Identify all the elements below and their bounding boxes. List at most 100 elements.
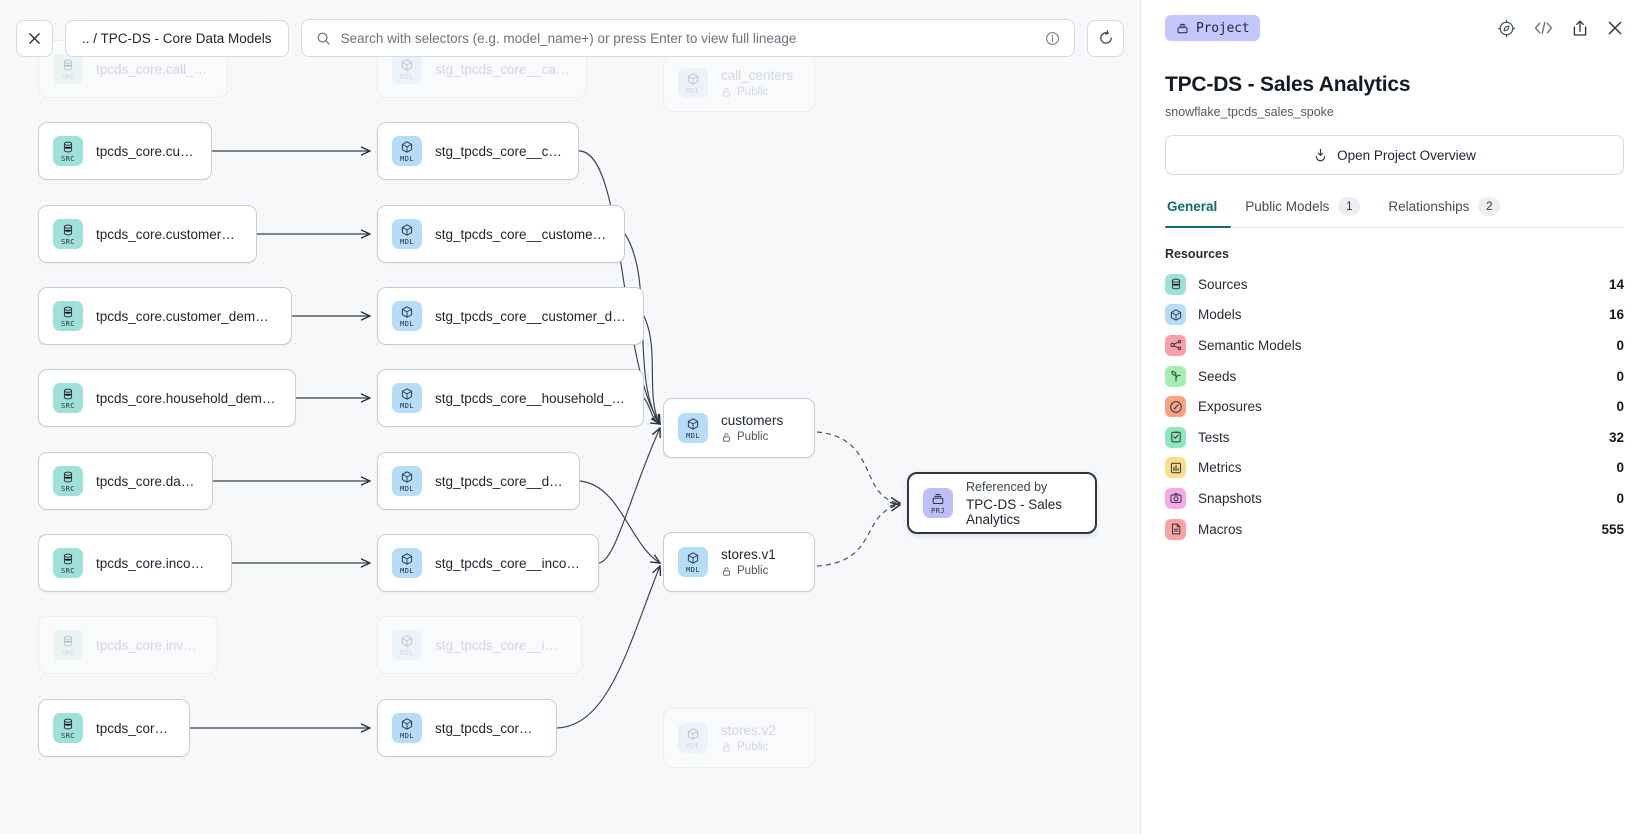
graph-node-label: tpcds_core.customer_demographics bbox=[96, 308, 275, 324]
search-input[interactable]: Search with selectors (e.g. model_name+)… bbox=[300, 19, 1075, 57]
graph-node-mdl-stg-customer-demographics[interactable]: MDLstg_tpcds_core__customer_demogra… bbox=[377, 287, 644, 345]
graph-node-mdl-stg-store[interactable]: MDL stg_tpcds_core__store bbox=[377, 699, 557, 757]
resource-row-models[interactable]: Models 16 bbox=[1165, 300, 1624, 331]
graph-node-mdl-stg-inventory[interactable]: MDL stg_tpcds_core__inventory bbox=[377, 616, 582, 674]
graph-node-text: stg_tpcds_core__store bbox=[435, 721, 540, 736]
tab-general[interactable]: General bbox=[1165, 197, 1232, 228]
graph-node-label: stg_tpcds_core__inventory bbox=[435, 637, 565, 653]
database-icon: SRC bbox=[53, 713, 83, 743]
compass-icon[interactable] bbox=[1497, 19, 1516, 38]
database-icon: SRC bbox=[53, 383, 83, 413]
info-icon[interactable] bbox=[1045, 31, 1060, 46]
access-label: Public bbox=[737, 431, 769, 443]
graph-node-text: stg_tpcds_core__household_demogr… bbox=[435, 391, 627, 406]
share-icon[interactable] bbox=[1571, 19, 1589, 38]
resource-name: Exposures bbox=[1198, 399, 1262, 415]
canvas-toolbar: .. / TPC-DS - Core Data Models Search wi… bbox=[0, 0, 1140, 76]
graph-node-text: tpcds_core.customer_demographics bbox=[96, 309, 275, 324]
graph-node-src-income-band[interactable]: SRC tpcds_core.income_band bbox=[38, 534, 232, 592]
graph-node-label: tpcds_core.household_demographics bbox=[96, 390, 279, 406]
database-icon: SRC bbox=[53, 54, 83, 84]
nodes-icon bbox=[1165, 334, 1186, 356]
close-icon bbox=[29, 32, 40, 44]
graph-node-mdl-stg-household-demographics[interactable]: MDLstg_tpcds_core__household_demogr… bbox=[377, 369, 644, 427]
database-icon: SRC bbox=[53, 136, 83, 166]
resource-count: 16 bbox=[1608, 307, 1624, 323]
code-icon[interactable] bbox=[1533, 19, 1554, 37]
graph-node-src-inventory[interactable]: SRC tpcds_core.inventory bbox=[38, 616, 218, 674]
graph-node-text: stg_tpcds_core__inventory bbox=[435, 638, 565, 653]
checklist-icon bbox=[1165, 426, 1186, 448]
graph-node-label: tpcds_core.income_band bbox=[96, 555, 215, 571]
graph-node-text: stg_tpcds_core__customer_demogra… bbox=[435, 309, 627, 324]
access-label: Public bbox=[737, 86, 769, 98]
page-title: TPC-DS - Sales Analytics bbox=[1165, 73, 1411, 96]
graph-node-label: tpcds_core.customer_address bbox=[96, 226, 240, 242]
cube-icon: MDL bbox=[678, 723, 708, 753]
resource-name: Models bbox=[1198, 307, 1242, 323]
close-panel-icon[interactable] bbox=[1606, 19, 1624, 37]
database-icon: SRC bbox=[53, 630, 83, 660]
search-icon bbox=[317, 32, 330, 45]
graph-node-label: stg_tpcds_core__customer_address bbox=[435, 226, 608, 242]
graph-node-text: tpcds_core.customer bbox=[96, 144, 195, 159]
cube-icon: MDL bbox=[392, 630, 422, 660]
graph-node-text: tpcds_core.household_demographics bbox=[96, 391, 279, 406]
open-project-overview-button[interactable]: Open Project Overview bbox=[1165, 135, 1624, 175]
graph-node-label: customers bbox=[721, 413, 784, 428]
cube-icon: MDL bbox=[392, 548, 422, 578]
resource-row-macros[interactable]: Macros 555 bbox=[1165, 514, 1624, 545]
graph-node-src-customer[interactable]: SRC tpcds_core.customer bbox=[38, 122, 212, 180]
refresh-button[interactable] bbox=[1087, 19, 1124, 57]
graph-node-src-household-demographics[interactable]: SRC tpcds_core.household_demographics bbox=[38, 369, 296, 427]
database-icon: SRC bbox=[53, 548, 83, 578]
resource-name: Macros bbox=[1198, 521, 1243, 537]
tab-label: General bbox=[1167, 199, 1218, 214]
graph-node-access-badge: Public bbox=[721, 86, 793, 98]
resource-count: 0 bbox=[1616, 460, 1624, 476]
graph-node-label: TPC-DS - Sales Analytics bbox=[966, 496, 1063, 527]
resource-count: 555 bbox=[1601, 521, 1624, 537]
lineage-canvas[interactable]: .. / TPC-DS - Core Data Models Search wi… bbox=[0, 0, 1140, 834]
graph-node-text: stg_tpcds_core__income_band bbox=[435, 556, 582, 571]
close-lineage-button[interactable] bbox=[16, 19, 53, 57]
graph-node-text: tpcds_core.inventory bbox=[96, 638, 201, 653]
graph-node-mdl-stg-income-band[interactable]: MDL stg_tpcds_core__income_band bbox=[377, 534, 599, 592]
graph-node-label: stg_tpcds_core__income_band bbox=[435, 555, 582, 571]
breadcrumb[interactable]: .. / TPC-DS - Core Data Models bbox=[65, 19, 289, 57]
access-label: Public bbox=[737, 741, 769, 753]
project-icon: PRJ bbox=[923, 488, 953, 518]
graph-node-label: tpcds_core.inventory bbox=[96, 637, 201, 653]
camera-icon bbox=[1165, 487, 1186, 509]
bar-chart-icon bbox=[1165, 457, 1186, 479]
database-icon bbox=[1165, 273, 1186, 295]
resource-name: Semantic Models bbox=[1198, 337, 1302, 353]
cube-icon: MDL bbox=[392, 713, 422, 743]
graph-node-label: tpcds_core.date_dim bbox=[96, 473, 196, 489]
cube-icon bbox=[1165, 304, 1186, 326]
